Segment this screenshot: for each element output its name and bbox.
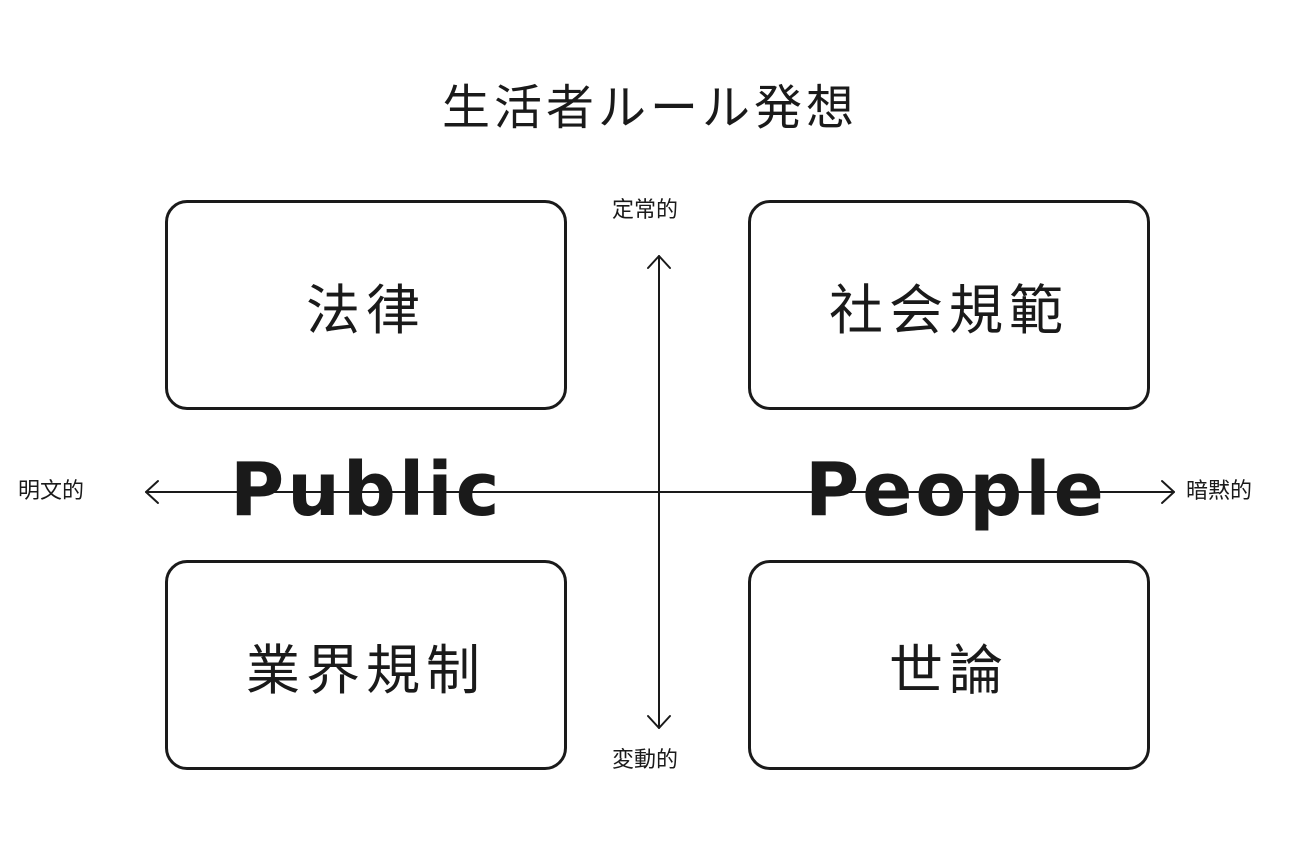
quadrant-top-right-label: 社会規範 xyxy=(829,278,1069,342)
quadrant-bottom-right: 世論 xyxy=(748,560,1150,770)
quadrant-bottom-left: 業界規制 xyxy=(165,560,567,770)
arrow-right-icon xyxy=(1161,480,1175,504)
quadrant-bottom-right-label: 世論 xyxy=(889,638,1009,702)
arrow-left-icon xyxy=(145,480,159,504)
arrow-down-icon xyxy=(647,715,671,729)
people-label: People xyxy=(805,447,1107,533)
axis-label-top: 定常的 xyxy=(612,198,679,223)
public-label: Public xyxy=(230,447,503,533)
axis-label-bottom: 変動的 xyxy=(612,748,679,773)
quadrant-bottom-left-label: 業界規制 xyxy=(246,638,486,702)
quadrant-top-right: 社会規範 xyxy=(748,200,1150,410)
arrow-up-icon xyxy=(647,255,671,269)
axis-label-left: 明文的 xyxy=(18,479,85,504)
quadrant-top-left: 法律 xyxy=(165,200,567,410)
diagram-title: 生活者ルール発想 xyxy=(441,80,858,136)
quadrant-top-left-label: 法律 xyxy=(306,278,426,342)
axis-label-right: 暗黙的 xyxy=(1186,479,1253,504)
